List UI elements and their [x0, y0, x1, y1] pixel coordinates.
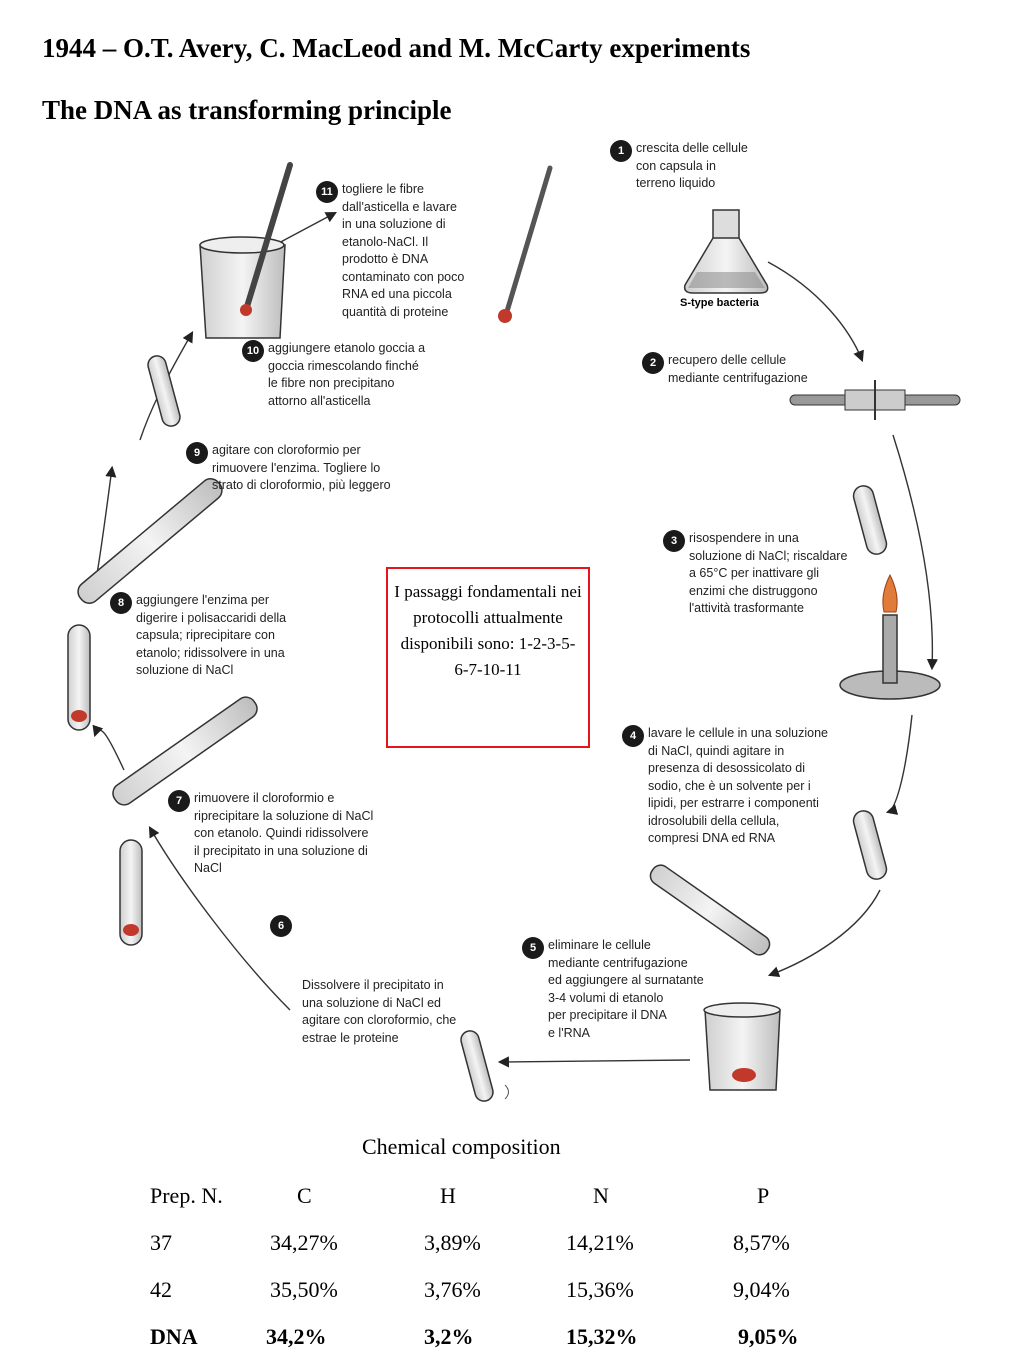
step-text: lavare le cellule in una soluzione di Na… — [648, 726, 828, 845]
step-6: Dissolvere il precipitato in una soluzio… — [302, 977, 512, 1049]
table-cell: 35,50% — [270, 1277, 338, 1302]
table-cell: 42 — [150, 1277, 172, 1302]
step-number: 8 — [110, 592, 132, 614]
step-11: 11 togliere le fibre dall'asticella e la… — [316, 181, 506, 323]
test-tube-step4-icon — [852, 810, 888, 880]
step-7: 7 rimuovere il cloroformio e riprecipita… — [168, 790, 428, 880]
arrow-7-8 — [92, 724, 125, 771]
table-cell: 3,89% — [424, 1230, 481, 1255]
table-cell: 3,2% — [424, 1324, 474, 1349]
table-title: Chemical composition — [362, 1134, 561, 1159]
step-10: 10 aggiungere etanolo goccia a goccia ri… — [242, 340, 472, 412]
step-6-number: 6 — [270, 915, 300, 937]
bunsen-burner-icon — [839, 573, 941, 700]
step-number: 4 — [622, 725, 644, 747]
glass-rod-icon — [498, 165, 553, 323]
test-tube-icon — [852, 485, 888, 555]
table-cell: 14,21% — [566, 1230, 634, 1255]
step-number: 7 — [168, 790, 190, 812]
step-8: 8 aggiungere l'enzima per digerire i pol… — [110, 592, 340, 682]
step-number: 10 — [242, 340, 264, 362]
table-cell: 9,05% — [738, 1324, 799, 1349]
table-row: 42 35,50% 3,76% 15,36% 9,04% — [150, 1277, 850, 1307]
step-text: rimuovere il cloroformio e riprecipitare… — [194, 791, 374, 875]
header-cell: P — [757, 1183, 770, 1208]
table-cell: 9,04% — [733, 1277, 790, 1302]
flask-icon — [683, 209, 769, 294]
step-text: crescita delle cellule con capsula in te… — [636, 141, 748, 190]
centrifuge-icon — [789, 380, 961, 420]
table-cell: 8,57% — [733, 1230, 790, 1255]
step-5: 5 eliminare le cellule mediante centrifu… — [522, 937, 762, 1042]
table-row: 37 34,27% 3,89% 14,21% 8,57% — [150, 1230, 850, 1260]
table-cell: DNA — [150, 1324, 198, 1349]
step-number: 5 — [522, 937, 544, 959]
table-cell: 15,36% — [566, 1277, 634, 1302]
tube-precipitate-step8-icon — [67, 624, 91, 731]
protocol-diagram — [67, 162, 961, 1102]
step-number: 6 — [270, 915, 292, 937]
step-number: 9 — [186, 442, 208, 464]
arrow-5-6 — [497, 1056, 691, 1068]
arrow-1-2 — [767, 261, 864, 363]
title-line-2: The DNA as transforming principle — [42, 95, 452, 125]
table-cell: 15,32% — [566, 1324, 638, 1349]
table-cell: 34,27% — [270, 1230, 338, 1255]
step-number: 11 — [316, 181, 338, 203]
arrow-10-11 — [274, 211, 337, 246]
arrow-2-3 — [892, 434, 938, 671]
step-number: 2 — [642, 352, 664, 374]
step-text: agitare con cloroformio per rimuovere l'… — [212, 443, 391, 492]
header-cell: N — [593, 1183, 609, 1208]
step-number: 3 — [663, 530, 685, 552]
table-cell: 3,76% — [424, 1277, 481, 1302]
step-text: aggiungere etanolo goccia a goccia rimes… — [268, 341, 426, 408]
header-cell: C — [297, 1183, 312, 1208]
title-line-1: 1944 – O.T. Avery, C. MacLeod and M. McC… — [42, 33, 751, 63]
graduated-cylinder-step8-icon — [77, 478, 223, 604]
step-text: risospendere in una soluzione di NaCl; r… — [689, 531, 848, 615]
key-steps-box: I passaggi fondamentali nei protocolli a… — [386, 567, 590, 748]
centrifuge-tube-icon — [649, 864, 771, 956]
graduated-cylinder-step7-icon — [112, 696, 258, 806]
table-cell: 34,2% — [266, 1324, 327, 1349]
step-text: eliminare le cellule mediante centrifuga… — [548, 938, 704, 1040]
step-9: 9 agitare con cloroformio per rimuovere … — [186, 442, 446, 498]
step-number: 1 — [610, 140, 632, 162]
step-text: Dissolvere il precipitato in una soluzio… — [302, 978, 457, 1045]
header-cell: Prep. N. — [150, 1183, 223, 1208]
beaker-with-rod-icon — [199, 162, 293, 339]
table-cell: 37 — [150, 1230, 172, 1255]
arrow-4-5 — [767, 889, 881, 978]
step-2: 2 recupero delle cellule mediante centri… — [642, 352, 862, 392]
arrow-3-4 — [885, 714, 913, 815]
header-cell: H — [440, 1183, 456, 1208]
step-text: recupero delle cellule mediante centrifu… — [668, 353, 808, 385]
shaken-tube-icon — [460, 1030, 509, 1102]
table-row: DNA 34,2% 3,2% 15,32% 9,05% — [150, 1324, 850, 1354]
tube-precipitate-step7-icon — [119, 839, 143, 946]
step-text: togliere le fibre dall'asticella e lavar… — [342, 182, 465, 319]
shaken-tube-step9-icon — [147, 355, 181, 427]
arrow-6-7 — [148, 826, 291, 1011]
table-header: Prep. N. C H N P — [150, 1183, 850, 1213]
step-1: 1 crescita delle cellule con capsula in … — [610, 140, 810, 200]
step-4: 4 lavare le cellule in una soluzione di … — [622, 725, 882, 850]
beaker-precipitate-icon — [703, 1002, 781, 1091]
step-3: 3 risospendere in una soluzione di NaCl;… — [663, 530, 893, 620]
flask-label: S-type bacteria — [680, 297, 759, 309]
step-text: aggiungere l'enzima per digerire i polis… — [136, 593, 287, 677]
